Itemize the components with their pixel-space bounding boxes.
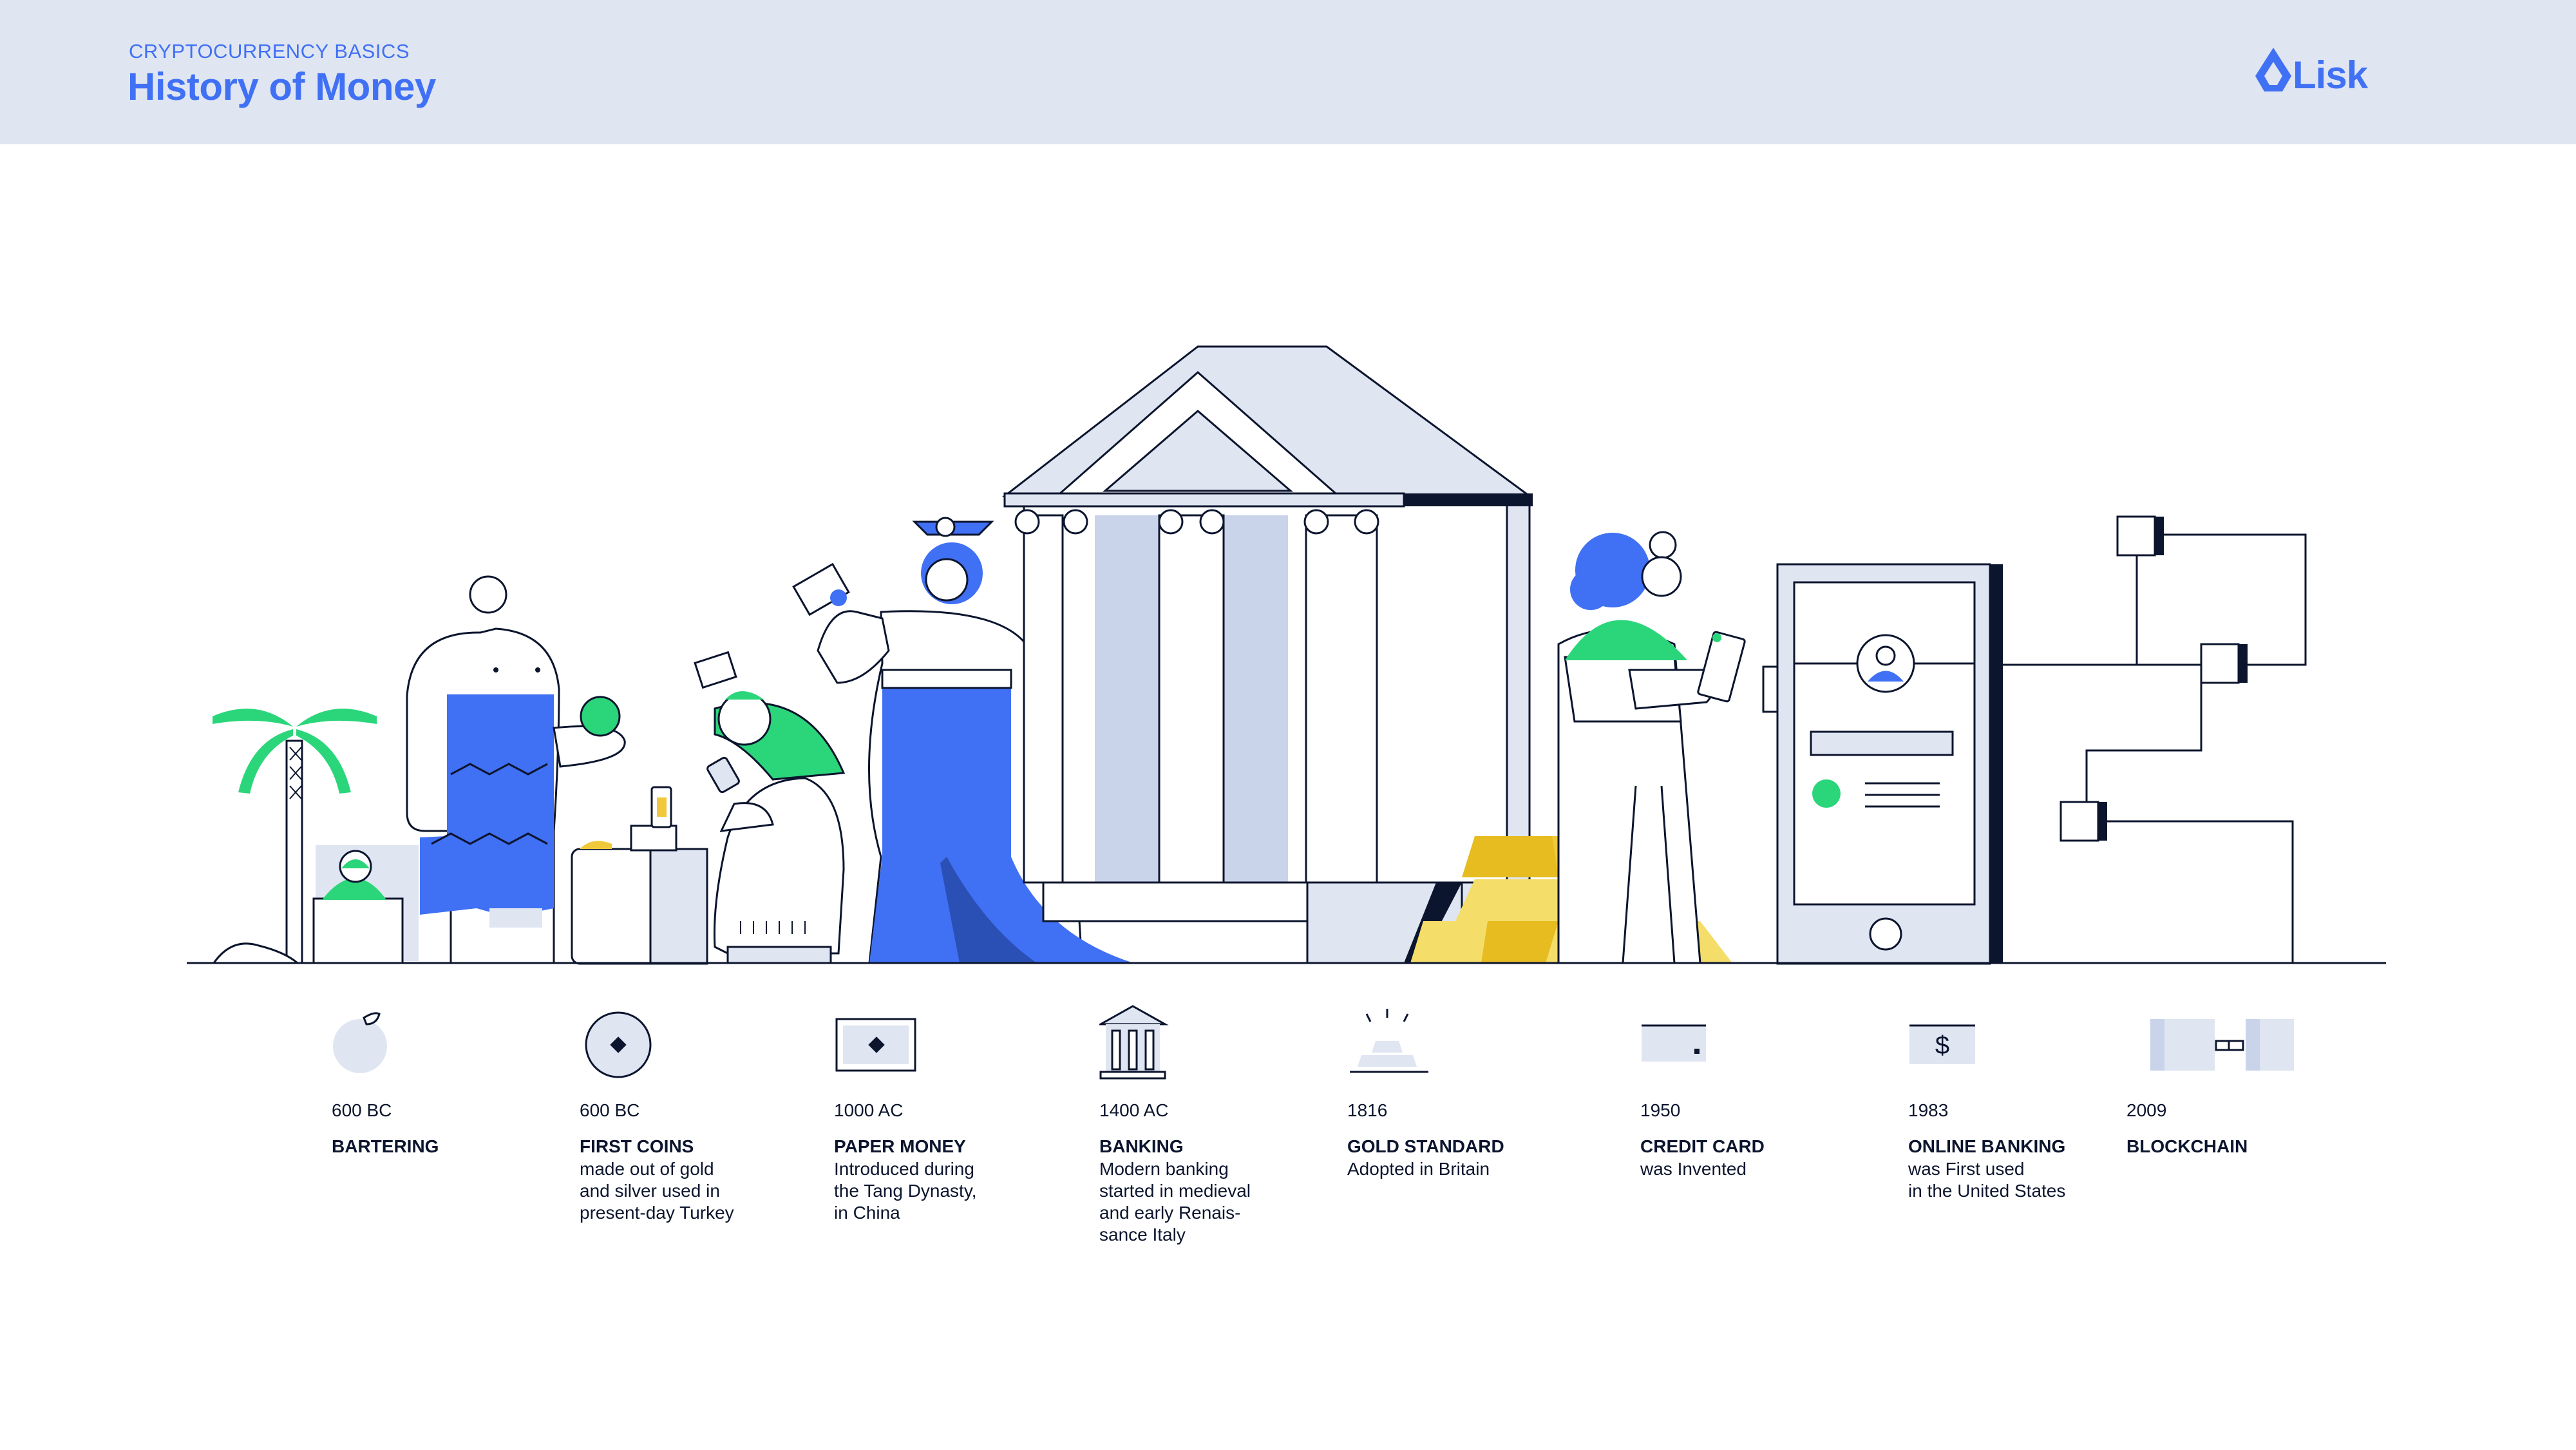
coin-bench-icon — [571, 786, 708, 965]
milestone-date: 1950 — [1640, 1100, 1681, 1120]
milestone-date: 1000 AC — [834, 1100, 904, 1120]
online-payment-icon: $ — [1909, 1024, 1975, 1064]
milestone-title: PAPER MONEY — [834, 1136, 966, 1156]
milestone-date: 1816 — [1347, 1100, 1388, 1120]
milestone-date: 2009 — [2126, 1100, 2167, 1120]
series-label: CRYPTOCURRENCY BASICS — [129, 40, 410, 62]
milestone-description: was Invented — [1640, 1159, 1747, 1179]
milestone-title: CREDIT CARD — [1640, 1136, 1765, 1156]
bank-icon — [1099, 1005, 1169, 1080]
milestone-description: made out of gold and silver used in pres… — [580, 1159, 734, 1223]
milestone-description: Introduced during the Tang Dynasty, in C… — [834, 1159, 977, 1223]
mobile-phone-icon — [1762, 563, 2003, 965]
milestone-title: BARTERING — [332, 1136, 439, 1156]
blockchain-network-icon — [2003, 515, 2307, 963]
palm-tree-icon — [213, 709, 377, 964]
milestone-date: 600 BC — [332, 1100, 392, 1120]
bank-building-icon — [1001, 345, 1533, 964]
credit-card-icon — [1642, 1024, 1706, 1062]
milestone-date: 1983 — [1908, 1100, 1949, 1120]
milestone-description: Adopted in Britain — [1347, 1159, 1490, 1179]
milestone-description: was First used in the United States — [1908, 1159, 2066, 1201]
coin-icon — [585, 1011, 652, 1078]
milestone-date: 1400 AC — [1099, 1100, 1169, 1120]
chain-link-icon — [2150, 1019, 2294, 1071]
dollar-sign: $ — [1935, 1031, 1949, 1060]
logo-wordmark: Lisk — [2293, 53, 2368, 97]
milestone-title: BLOCKCHAIN — [2126, 1136, 2248, 1156]
rock-icon — [212, 942, 301, 964]
apple-icon — [333, 1012, 387, 1073]
milestone-title: BANKING — [1099, 1136, 1184, 1156]
page-title: History of Money — [128, 65, 436, 108]
milestone-title: GOLD STANDARD — [1347, 1136, 1504, 1156]
header-bar: CRYPTOCURRENCY BASICS History of Money L… — [0, 0, 2576, 144]
milestone-date: 600 BC — [580, 1100, 640, 1120]
plant-box-icon — [312, 845, 419, 964]
banknote-icon — [835, 1018, 916, 1072]
barter-person-icon — [406, 575, 626, 964]
gold-bars-icon — [1350, 1009, 1428, 1073]
milestone-description: Modern banking started in medieval and e… — [1099, 1159, 1251, 1245]
milestone-title: FIRST COINS — [580, 1136, 694, 1156]
milestone-title: ONLINE BANKING — [1908, 1136, 2066, 1156]
lisk-logo-icon — [2255, 48, 2291, 91]
credit-card-person-icon — [1557, 531, 1746, 964]
merchant-person-icon — [694, 651, 846, 964]
